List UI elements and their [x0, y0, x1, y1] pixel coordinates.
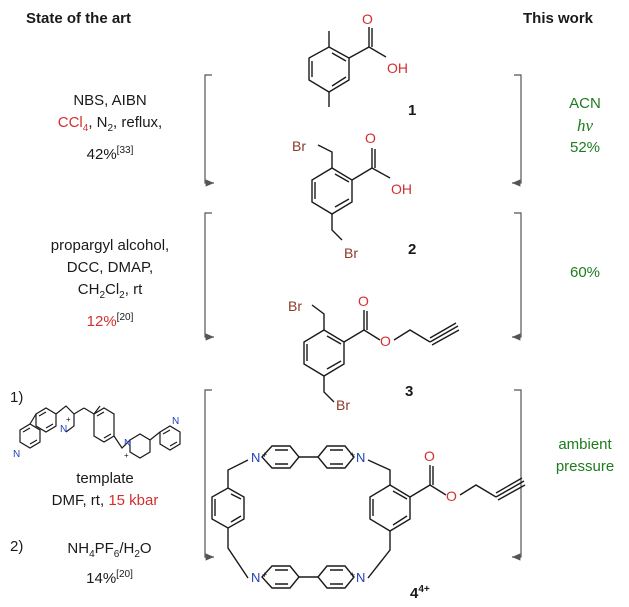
step2-left-line3: CH2Cl2, rt: [77, 281, 143, 301]
c3-ester-o: O: [380, 333, 391, 349]
bracket-right-3: [512, 389, 522, 561]
c4-n-top-right: N: [356, 450, 365, 465]
c4-n-top-left: N: [251, 450, 260, 465]
step2-left-line2: DCC, DMAP,: [66, 259, 154, 276]
bracket-left-2: [204, 212, 214, 341]
reaction-brackets: [204, 74, 522, 561]
c4-carbonyl-o: O: [424, 448, 435, 464]
c4-plus-bottom-right: +: [350, 570, 355, 580]
c4-ester-o: O: [446, 488, 457, 504]
c2-bromine-bottom: Br: [344, 245, 358, 261]
compound-4-label: 44+: [410, 584, 430, 602]
c4-plus-top-left: +: [262, 450, 267, 460]
step1-right-solvent: ACN: [569, 95, 601, 112]
step2-left-line1: propargyl alcohol,: [50, 237, 170, 254]
c2-hydroxyl: OH: [391, 181, 412, 197]
step3-right-line2: pressure: [555, 458, 615, 475]
c1-carbonyl-o: O: [362, 11, 373, 27]
step2-left-conditions: propargyl alcohol, DCC, DMAP, CH2Cl2, rt…: [20, 235, 200, 333]
step1-right-conditions: ACN hν 52%: [555, 93, 615, 159]
step3-left-conditions: template DMF, rt, 15 kbar: [30, 468, 180, 512]
step1-left-yield: 42%[33]: [86, 145, 134, 163]
template-plus1: +: [66, 415, 71, 424]
step1-right-yield: 52%: [569, 139, 601, 156]
bracket-left-1: [204, 74, 214, 187]
bracket-left-3: [204, 389, 214, 561]
step3-left-salt: NH4PF6/H2O 14%[20]: [42, 538, 177, 590]
template-n4: N: [172, 416, 179, 427]
c3-bromine-bottom: Br: [336, 397, 350, 413]
bracket-right-2: [512, 212, 522, 341]
template-structure: [19, 405, 181, 459]
step1-left-conditions: NBS, AIBN CCl4, N2, reflux, 42%[33]: [40, 90, 180, 166]
right-header: This work: [523, 10, 594, 27]
step1-left-line2: CCl4, N2, reflux,: [57, 114, 163, 134]
left-header: State of the art: [26, 10, 132, 27]
template-n3: N: [124, 438, 131, 449]
compound-3-label: 3: [405, 383, 414, 400]
step3-num2: 2): [10, 538, 24, 555]
ccl4-reagent: CCl4: [57, 114, 89, 134]
template-n2: N: [60, 424, 67, 435]
step1-left-line1: NBS, AIBN: [73, 92, 147, 109]
pressure-value: 15 kbar: [108, 492, 159, 509]
compound-1-structure: [308, 27, 387, 107]
c4-n-bottom-left: N: [251, 570, 260, 585]
step3-left-yield: 14%[20]: [86, 569, 133, 587]
step1-right-light: hν: [576, 116, 594, 135]
step2-left-yield: 12%[20]: [86, 312, 134, 330]
c3-carbonyl-o: O: [358, 293, 369, 309]
step3-right-conditions: ambient pressure: [545, 434, 625, 478]
step3-right-line1: ambient: [558, 436, 612, 453]
bracket-right-1: [512, 74, 522, 187]
c4-n-bottom-right: N: [356, 570, 365, 585]
c4-plus-top-right: +: [350, 450, 355, 460]
step2-right-yield: 60%: [569, 264, 601, 281]
compound-2-label: 2: [408, 241, 417, 258]
c2-carbonyl-o: O: [365, 130, 376, 146]
compound-3-structure: [303, 304, 460, 403]
c1-hydroxyl: OH: [387, 60, 408, 76]
template-n1: N: [13, 449, 20, 460]
compound-1-label: 1: [408, 102, 417, 119]
compound-2-structure: [311, 144, 391, 241]
c2-bromine-top: Br: [292, 138, 306, 154]
salt-line: NH4PF6/H2O: [67, 540, 152, 560]
c4-plus-bottom-left: +: [262, 570, 267, 580]
template-plus2: +: [124, 451, 129, 460]
template-label: template: [76, 470, 134, 487]
step3-num1: 1): [10, 389, 24, 406]
compound-4-structure: [211, 445, 526, 589]
step3-dmf-line: DMF, rt, 15 kbar: [51, 492, 159, 509]
c3-bromine-top: Br: [288, 298, 302, 314]
